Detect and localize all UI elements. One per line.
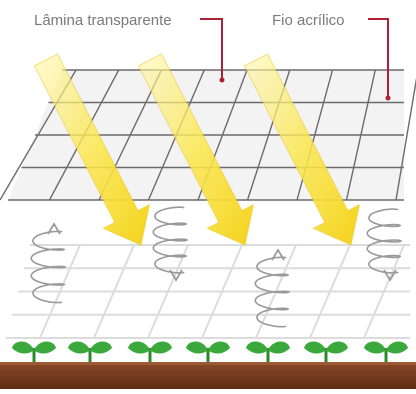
airflow-arrowhead-icon: [47, 222, 61, 235]
label-acrylic-wire: Fio acrílico: [272, 12, 345, 29]
support-netting: [6, 244, 410, 339]
callout-sheet-dot: [219, 77, 225, 83]
seedling-leaf-left: [186, 341, 208, 354]
seedling-leaf-left: [304, 341, 326, 354]
labels: Lâmina transparente Fio acrílico: [34, 12, 391, 101]
soil-strip: [0, 362, 416, 389]
seedling-icon: [304, 341, 348, 362]
callout-sheet: [200, 18, 223, 80]
seedling-leaf-right: [386, 341, 408, 354]
netting-column: [147, 244, 189, 339]
airflow-arrowhead-icon: [383, 269, 397, 282]
seedling-leaf-right: [268, 341, 290, 354]
air-spiral-icon: [254, 256, 291, 328]
airflow-spirals: [30, 206, 403, 328]
seedling-icon: [68, 341, 112, 362]
seedling-leaf-left: [12, 341, 34, 354]
seedling-icon: [128, 341, 172, 362]
seedling-row: [12, 341, 408, 362]
sunlight-arrows: [33, 53, 361, 246]
seedling-leaf-right: [90, 341, 112, 354]
netting-column: [201, 244, 243, 339]
sunlight-arrow-icon: [33, 53, 151, 246]
air-spiral-icon: [152, 206, 189, 274]
seedling-icon: [186, 341, 230, 362]
seedling-leaf-right: [208, 341, 230, 354]
airflow-arrowhead-icon: [271, 248, 285, 261]
soil-top-edge: [0, 362, 416, 365]
seedling-icon: [364, 341, 408, 362]
netting-column: [363, 244, 405, 339]
netting-column: [309, 244, 351, 339]
callout-wire: [368, 18, 389, 98]
seedling-leaf-right: [34, 341, 56, 354]
seedling-leaf-left: [68, 341, 90, 354]
seedling-leaf-right: [150, 341, 172, 354]
seedling-icon: [246, 341, 290, 362]
netting-column: [93, 244, 135, 339]
wire-column: [345, 69, 376, 201]
air-spiral-icon: [366, 208, 403, 274]
seedling-leaf-left: [246, 341, 268, 354]
seedling-icon: [12, 341, 56, 362]
airflow-arrowhead-icon: [169, 269, 183, 282]
seedling-leaf-right: [326, 341, 348, 354]
seedling-leaf-left: [364, 341, 386, 354]
seedling-leaf-left: [128, 341, 150, 354]
sunlight-arrow-icon: [137, 53, 255, 246]
air-spiral-icon: [30, 230, 67, 304]
netting-column: [39, 244, 81, 339]
callout-wire-dot: [385, 95, 391, 101]
wire-column: [395, 77, 416, 201]
label-transparent-sheet: Lâmina transparente: [34, 12, 172, 29]
sunlight-arrow-icon: [243, 53, 361, 246]
